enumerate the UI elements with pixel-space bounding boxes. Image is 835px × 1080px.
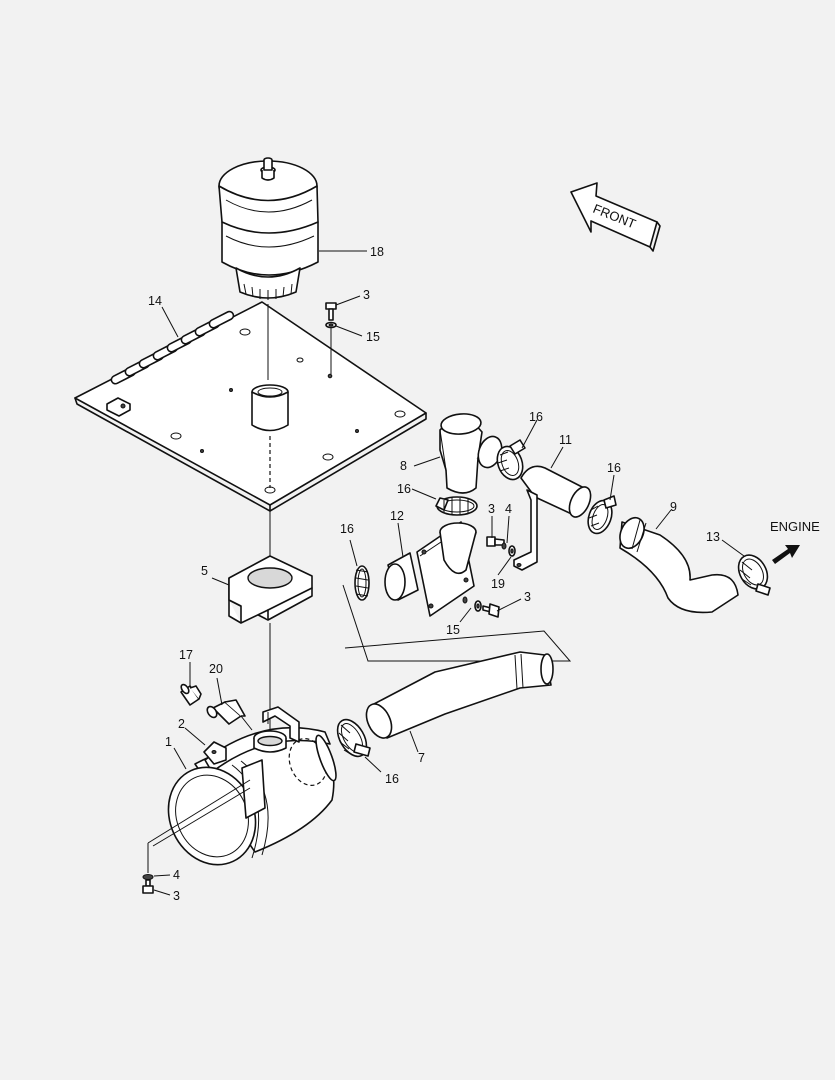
callout-4-bottom: 4 xyxy=(173,868,180,882)
callout-13: 13 xyxy=(706,530,720,544)
clamp-part-16-a xyxy=(354,565,370,601)
clamp-part-16-e xyxy=(587,495,617,535)
callout-11: 11 xyxy=(559,433,572,447)
callout-1: 1 xyxy=(165,735,172,749)
callout-7: 7 xyxy=(418,751,425,765)
bolt-3-washer-4-tube11 xyxy=(486,536,516,557)
hose-routing-bracket xyxy=(342,584,572,662)
bolt-3-washer-15-plate xyxy=(325,302,337,329)
callout-3-adapter: 3 xyxy=(524,590,531,604)
mounting-plate-part-14 xyxy=(74,301,427,512)
engine-label: ENGINE xyxy=(770,519,820,534)
callout-15-adapter: 15 xyxy=(446,623,460,637)
callout-16-b: 16 xyxy=(397,482,411,496)
callout-15-plate: 15 xyxy=(366,330,380,344)
bolt-3-washer-15-adapter12 xyxy=(462,596,500,618)
callout-3-tube: 3 xyxy=(488,502,495,516)
pre-cleaner-part-18 xyxy=(218,157,319,300)
callout-20: 20 xyxy=(209,662,223,676)
tube-part-11 xyxy=(513,465,592,571)
callout-9: 9 xyxy=(670,500,677,514)
intake-adapter-part-12 xyxy=(384,521,477,617)
callout-18: 18 xyxy=(370,245,384,259)
hose-part-9 xyxy=(619,516,739,614)
elbow-part-8 xyxy=(439,413,503,494)
indicator-part-20 xyxy=(206,699,253,731)
clamp-part-16-b xyxy=(435,496,478,516)
callout-4-tube: 4 xyxy=(505,502,512,516)
leader-lines xyxy=(153,250,745,896)
callout-8: 8 xyxy=(400,459,407,473)
hose-part-7 xyxy=(365,651,554,739)
callouts: 18 14 3 15 8 16 16 12 16 11 16 9 13 3 4 … xyxy=(148,245,720,903)
callout-14: 14 xyxy=(148,294,162,308)
callout-2: 2 xyxy=(178,717,185,731)
clamp-part-13 xyxy=(737,554,771,596)
callout-16-c: 16 xyxy=(385,772,399,786)
callout-3-bottom: 3 xyxy=(173,889,180,903)
air-cleaner-part-1 xyxy=(147,706,337,873)
engine-direction-arrow: ENGINE xyxy=(770,519,820,564)
callout-17: 17 xyxy=(179,648,193,662)
callout-16-e: 16 xyxy=(607,461,621,475)
callout-5: 5 xyxy=(201,564,208,578)
callout-16-a: 16 xyxy=(340,522,354,536)
callout-3-plate: 3 xyxy=(363,288,370,302)
callout-12: 12 xyxy=(390,509,404,523)
clamp-part-16-c xyxy=(336,718,371,758)
callout-19: 19 xyxy=(491,577,505,591)
washer-4-bolt-3-bottom xyxy=(142,874,154,894)
front-direction-arrow: FRONT xyxy=(570,182,661,252)
callout-16-d: 16 xyxy=(529,410,543,424)
clamp-part-16-d xyxy=(496,439,526,481)
fitting-part-17 xyxy=(180,683,202,706)
bracket-part-5 xyxy=(228,555,313,624)
